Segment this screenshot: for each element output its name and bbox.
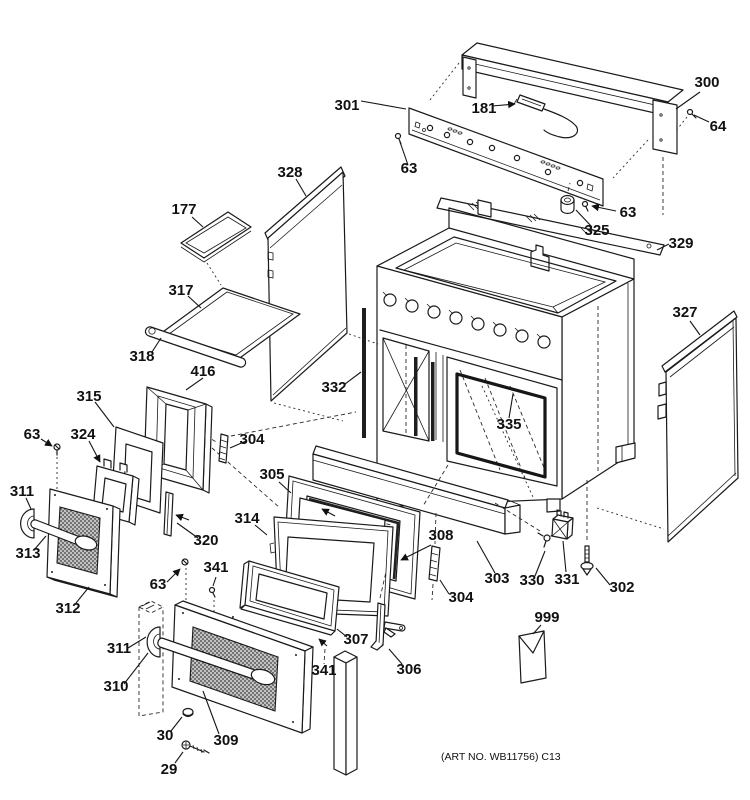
assembly-dash-305: [422, 464, 449, 507]
screw-63-post: [181, 558, 189, 602]
assembly-dots-327: [596, 507, 665, 530]
part-igniter-181: [513, 94, 579, 139]
assembly-dash-330: [494, 502, 541, 532]
part-label-335: 335: [496, 416, 521, 433]
part-control-panel-301: [408, 107, 604, 207]
part-knob-325: [560, 182, 575, 215]
screw-64: [674, 108, 697, 133]
assembly-dashes-backsplash2: [612, 139, 649, 179]
part-label-329: 329: [668, 235, 693, 252]
part-hinge-strip-304-right: [428, 512, 441, 601]
part-label-313: 313: [15, 545, 40, 562]
part-hinge-bracket-306: [370, 571, 406, 651]
part-label-308: 308: [428, 527, 453, 544]
part-strip-329: [436, 197, 665, 256]
part-backsplash-300: [461, 42, 684, 155]
assembly-dash-stack2: [230, 411, 357, 437]
part-support-post-left: [137, 600, 165, 717]
part-label-63a: 63: [401, 160, 418, 177]
part-label-177: 177: [171, 201, 196, 218]
part-label-311a: 311: [10, 483, 34, 500]
part-hinge-strip-304-left: [218, 433, 229, 464]
part-label-63d: 63: [150, 576, 167, 593]
part-glass-frame-307: [239, 560, 340, 636]
part-handle-310: [146, 626, 276, 686]
part-screw-29: [181, 740, 210, 754]
burner-hole-row: [382, 291, 551, 349]
part-switch-331: [551, 509, 574, 540]
part-label-324: 324: [70, 426, 96, 443]
part-label-304a: 304: [239, 431, 265, 448]
part-label-331: 331: [554, 571, 579, 588]
art-number-footer: (ART NO. WB11756) C13: [441, 751, 561, 763]
part-label-181: 181: [471, 100, 496, 117]
assembly-dots-177: [206, 262, 222, 286]
part-label-341b: 341: [311, 662, 336, 679]
part-side-panel-327: [657, 310, 739, 543]
part-label-332: 332: [321, 379, 346, 396]
part-handle-313: [20, 508, 98, 551]
part-side-panel-328: [264, 166, 348, 402]
screw-63-rear: [581, 200, 589, 212]
part-label-303: 303: [484, 570, 509, 587]
part-label-312: 312: [55, 600, 80, 617]
assembly-dashes-backsplash: [429, 62, 460, 101]
part-label-305: 305: [259, 466, 284, 483]
part-label-318: 318: [129, 348, 154, 365]
part-label-330: 330: [519, 572, 544, 589]
part-rail-303: [312, 445, 521, 535]
screw-341-center: [318, 638, 328, 665]
part-label-416: 416: [190, 363, 215, 380]
part-support-post-right: [333, 650, 358, 776]
part-label-306: 306: [396, 661, 421, 678]
part-label-999: 999: [534, 609, 559, 626]
part-panel-177: [180, 211, 252, 263]
part-label-301: 301: [334, 97, 359, 114]
part-label-64: 64: [710, 118, 727, 135]
part-label-302: 302: [609, 579, 634, 596]
part-hinge-strip-320: [163, 491, 190, 537]
screw-63-smalldoor: [53, 443, 61, 497]
part-label-314: 314: [234, 510, 260, 527]
part-label-63b: 63: [620, 204, 637, 221]
part-label-309: 309: [213, 732, 238, 749]
cabinet-left-opening: [382, 337, 430, 442]
part-cap-30: [182, 707, 194, 718]
part-retainer-strips-332: [362, 308, 435, 441]
part-label-304b: 304: [448, 589, 474, 606]
part-label-315: 315: [76, 388, 101, 405]
part-rod-318: [144, 326, 247, 368]
part-label-300: 300: [694, 74, 719, 91]
assembly-dots-303: [481, 385, 534, 498]
part-label-311b: 311: [107, 640, 131, 657]
leader-lines: [25, 91, 710, 764]
assembly-dots-328: [348, 333, 379, 345]
part-label-325: 325: [584, 222, 609, 239]
screw-341-post: [208, 586, 216, 616]
part-label-327: 327: [672, 304, 697, 321]
part-label-341a: 341: [203, 559, 228, 576]
assembly-dots-328b: [273, 402, 344, 422]
part-label-328: 328: [277, 164, 302, 181]
cabinet-right-opening: [446, 356, 558, 487]
part-label-317: 317: [168, 282, 193, 299]
part-label-307: 307: [343, 631, 368, 648]
part-number-labels: 300 301 181 64 63 328 177 63 325 329 317 318 416 332 3…: [10, 74, 727, 778]
part-cabinet-body: [376, 199, 636, 519]
part-literature-999: [518, 630, 547, 684]
part-label-63c: 63: [24, 426, 41, 443]
part-label-29: 29: [161, 761, 178, 778]
part-label-310: 310: [103, 678, 128, 695]
part-gasket-335: [455, 372, 547, 479]
part-screw-302: [580, 480, 594, 576]
part-label-320: 320: [193, 532, 218, 549]
part-label-30: 30: [157, 727, 174, 744]
